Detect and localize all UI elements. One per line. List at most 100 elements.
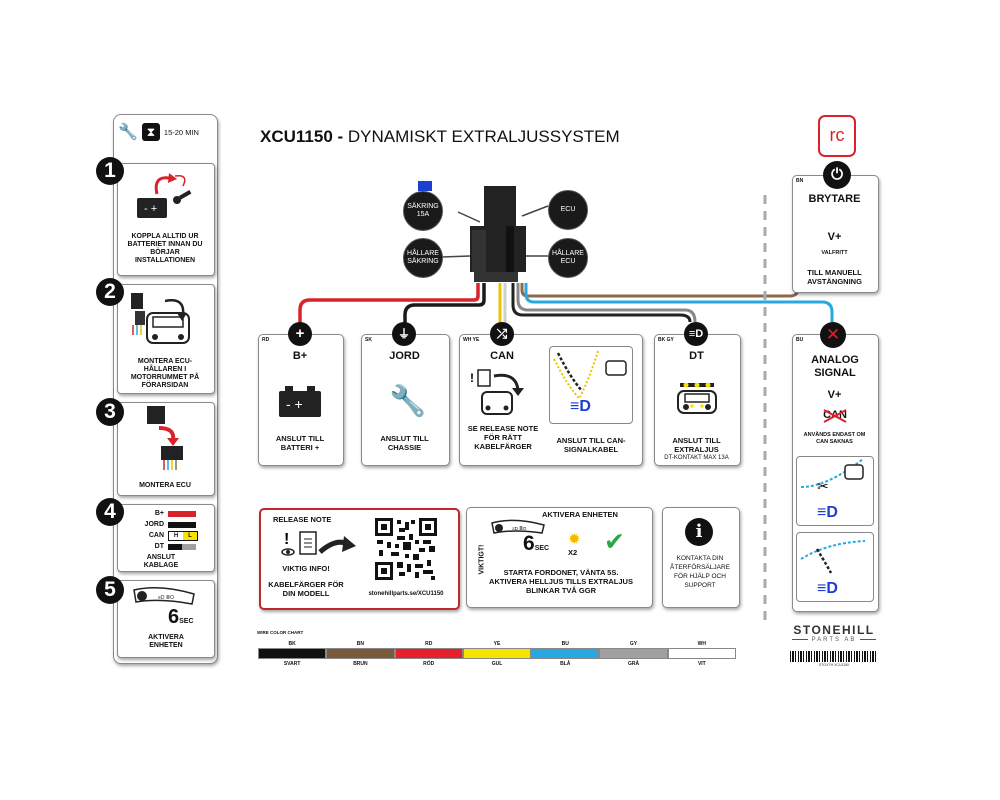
qr-code[interactable]	[375, 518, 437, 580]
brand-sub: PARTS AB	[788, 637, 880, 643]
wire-swatch-ye	[462, 648, 532, 659]
ecu-mount-icon	[145, 404, 195, 472]
optional-brytare: VALFRITT	[821, 250, 848, 256]
ground-icon: ⏚	[392, 322, 416, 346]
can-crossed: CAN	[818, 408, 852, 424]
wire-red	[298, 283, 480, 324]
hub-holder-ecu: HÅLLARE ECU	[548, 238, 588, 278]
svg-text:!: !	[470, 371, 474, 385]
svg-text:!: !	[284, 531, 289, 548]
release-url[interactable]: stonehillparts.se/XCU1150	[368, 591, 444, 597]
step-5-number: 5	[96, 576, 124, 604]
title-analog: ANALOG SIGNAL	[811, 354, 859, 379]
headlight-icon: ≡D	[684, 322, 708, 346]
barcode	[790, 651, 878, 662]
svg-text:≡D ≣O: ≡D ≣O	[512, 523, 527, 531]
legend-swatch-black	[168, 521, 196, 528]
release-note-car-icon: !	[468, 368, 528, 418]
step-4-card	[117, 504, 215, 572]
wire-chart-title: WIRE COLOR CHART	[257, 630, 304, 635]
sidebar-header: 🔧 ⧗ 15-20 MIN	[118, 121, 214, 143]
svg-text:≡D: ≡D	[817, 504, 838, 521]
step-2-number: 2	[96, 278, 124, 306]
svg-text:≡D: ≡D	[817, 580, 838, 597]
legend-label-jord: JORD	[144, 521, 164, 528]
analog-cut-diagram: ✂ ≡D	[796, 456, 874, 526]
card-brytare	[792, 175, 879, 293]
step-3-number: 3	[96, 398, 124, 426]
ecu-unit	[466, 186, 526, 286]
wire-swatch-bu	[531, 648, 600, 659]
ecu-holder-mount-icon	[125, 291, 195, 353]
step-1-text: KOPPLA ALLTID UR BATTERIET INNAN DU BÖRJ…	[127, 233, 203, 264]
brand-name: STONEHILL	[793, 623, 875, 637]
step-4-number: 4	[96, 498, 124, 526]
step-2-text: MONTERA ECU-HÅLLAREN I MOTORRUMMET PÅ FÖ…	[130, 358, 200, 389]
svg-text:≡D: ≡D	[570, 398, 591, 415]
wrench-icon-jord: 🔧	[389, 385, 427, 418]
can-signal-diagram: ≡D	[549, 346, 633, 424]
step-3-text: MONTERA ECU	[139, 482, 191, 489]
wire-swatch-gy	[599, 648, 668, 659]
title-can: CAN	[490, 350, 514, 362]
battery-icon: - +	[279, 386, 321, 418]
step-5-timer: 6SEC	[168, 606, 194, 628]
tag-bplus: RD	[262, 337, 270, 343]
wire-black-dt	[511, 283, 692, 323]
checkmark-icon: ✔	[604, 528, 625, 556]
hub-fuse: SÄKRING 15A	[403, 191, 443, 231]
legend-swatch-red	[168, 510, 196, 517]
note-can: SE RELEASE NOTE FÖR RÄTT KABELFÄRGER	[467, 424, 539, 451]
activate-text: STARTA FORDONET, VÄNTA 5S. AKTIVERA HELL…	[489, 568, 633, 595]
legend-label-dt: DT	[154, 543, 164, 550]
release-doc-icon: !	[280, 524, 356, 564]
text-brytare: TILL MANUELL AVSTÄNGNING	[807, 268, 862, 286]
wire-swatch-bn	[326, 648, 395, 659]
release-text: KABELFÄRGER FÖR DIN MODELL	[268, 580, 344, 598]
fuse-top-icon	[418, 181, 432, 191]
tag-jord: SK	[365, 337, 372, 343]
step-5-card	[117, 580, 215, 658]
title-brytare: BRYTARE	[808, 193, 861, 205]
wire-swatch-bk	[258, 648, 327, 659]
product-name: DYNAMISKT EXTRALJUSSYSTEM	[347, 127, 620, 146]
hub-holder-fuse: HÅLLARE SÄKRING	[403, 238, 443, 278]
headlight-lever-icon: ≡D ≣O	[130, 584, 202, 612]
shuffle-icon: ⤮	[490, 322, 514, 346]
activate-lever-icon: ≡D ≣O	[490, 517, 550, 541]
title-jord: JORD	[389, 350, 420, 362]
svg-text:✂: ✂	[817, 479, 829, 495]
title-dt: DT	[689, 350, 704, 362]
text-can: ANSLUT TILL CAN-SIGNALKABEL	[556, 436, 626, 454]
text-bplus: ANSLUT TILL BATTERI +	[275, 434, 325, 452]
release-info: VIKTIG INFO!	[282, 564, 330, 573]
step-4-text: ANSLUT KABLAGE	[143, 554, 179, 569]
battery-disconnect-icon: - +	[135, 170, 195, 222]
plus-icon: +	[288, 322, 312, 346]
page-title: XCU1150 - DYNAMISKT EXTRALJUSSYSTEM	[260, 127, 620, 146]
wire-blue	[524, 283, 834, 322]
hub-ecu: ECU	[548, 190, 588, 230]
wire-swatch-rd	[394, 648, 463, 659]
wire-black-jord	[403, 283, 486, 324]
activate-title: AKTIVERA ENHETEN	[542, 510, 618, 519]
car-lights-icon	[676, 382, 718, 417]
legend-label-bplus: B+	[154, 510, 164, 517]
activate-side-label: VIKTIGT!	[478, 544, 486, 575]
wire-swatch-wh	[667, 648, 736, 659]
activate-timer: 6SEC	[523, 532, 550, 555]
wrench-icon: 🔧	[118, 124, 138, 141]
power-icon: ⏻	[823, 161, 851, 189]
legend-label-can: CAN	[148, 532, 164, 539]
step-1-card	[117, 163, 215, 276]
